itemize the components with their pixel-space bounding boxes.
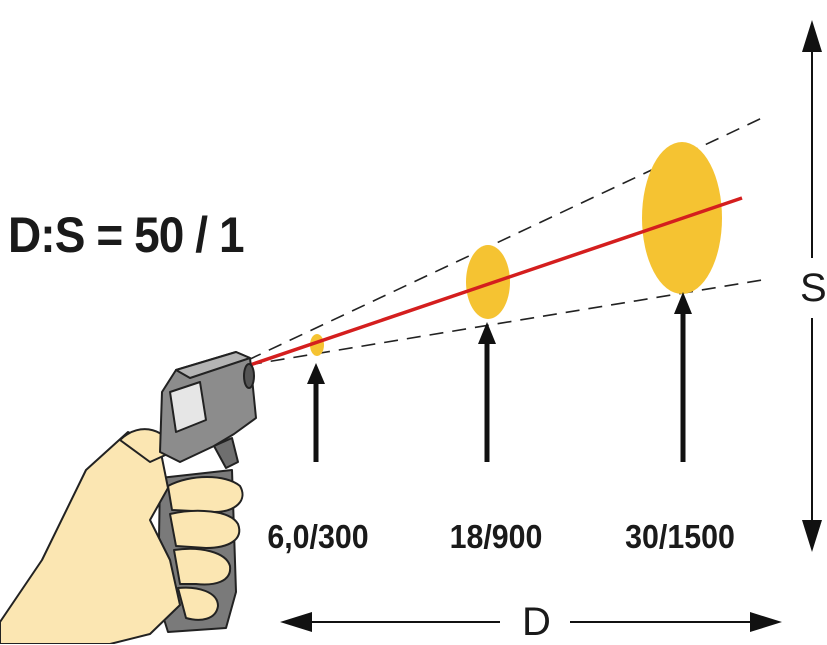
spot-label-large: 30/1500 — [625, 518, 735, 555]
distance-axis — [280, 612, 782, 632]
laser-beam — [249, 196, 743, 367]
spot-medium — [466, 245, 510, 319]
spot-label-small: 6,0/300 — [267, 518, 369, 555]
hand-icon — [0, 428, 244, 644]
pointer-arrows — [307, 292, 692, 462]
infrared-thermometer-icon — [159, 351, 257, 469]
spot-label-medium: 18/900 — [449, 518, 543, 555]
distance-axis-label: D — [516, 600, 557, 645]
ratio-title: D:S = 50 / 1 — [8, 207, 245, 263]
spot-size-axis — [802, 20, 822, 552]
spot-size-axis-label: S — [794, 266, 827, 311]
